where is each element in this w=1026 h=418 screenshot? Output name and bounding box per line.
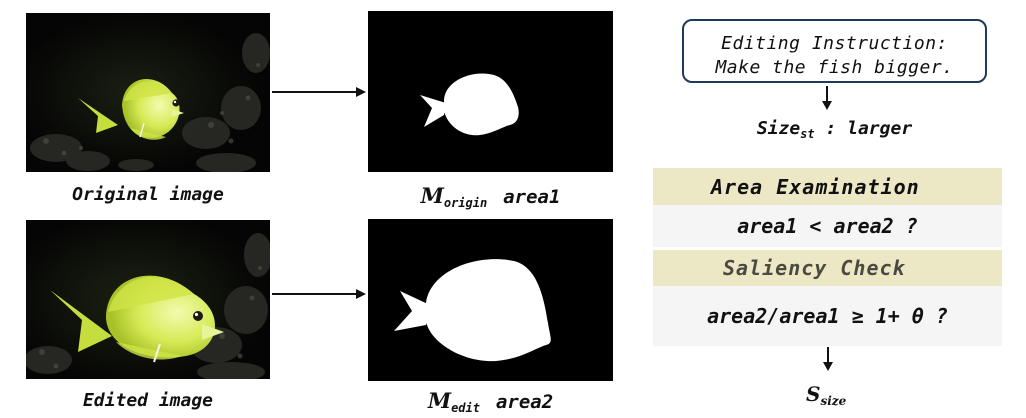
- arrow-check-to-score: [823, 347, 833, 371]
- origin-mask-symbol: M: [420, 183, 444, 208]
- size-subscript: st: [800, 127, 815, 141]
- edit-mask-caption: Medit area2: [368, 388, 613, 415]
- origin-mask-silhouette: [420, 73, 519, 136]
- origin-mask-caption: Morigin area1: [368, 183, 613, 210]
- score-symbol: S: [806, 382, 821, 406]
- area-examination-condition-row: area1 < area2 ?: [653, 205, 1002, 247]
- arrow-original-to-mask: [272, 87, 366, 97]
- score-subscript: size: [820, 394, 847, 408]
- size-score-output: Ssize: [806, 382, 866, 408]
- saliency-check-header: Saliency Check: [653, 250, 1002, 286]
- saliency-check-title: Saliency Check: [723, 256, 906, 280]
- origin-mask-subscript: origin: [443, 196, 488, 210]
- size-symbol: Size: [756, 118, 801, 139]
- saliency-check-condition: area2/area1 ≥ 1+ θ ?: [707, 304, 948, 328]
- instruction-line-1: Editing Instruction:: [721, 33, 948, 54]
- arrow-edited-to-mask: [272, 289, 366, 299]
- size-target-line: Sizest : larger: [682, 118, 987, 141]
- edited-image-caption: Edited image: [82, 390, 214, 411]
- original-image-caption: Original image: [72, 184, 224, 205]
- origin-area-label: area1: [503, 186, 561, 208]
- edit-mask-symbol: M: [427, 388, 452, 413]
- edit-mask: [368, 219, 613, 381]
- editing-instruction-box: Editing Instruction: Make the fish bigge…: [682, 19, 987, 83]
- area-examination-title: Area Examination: [711, 174, 920, 199]
- edit-mask-silhouette: [394, 259, 551, 362]
- original-fish-illustration: [26, 13, 270, 172]
- arrow-instruction-to-size: [822, 86, 832, 110]
- area-examination-condition: area1 < area2 ?: [737, 214, 918, 238]
- instruction-line-2: Make the fish bigger.: [715, 57, 954, 78]
- edit-area-label: area2: [495, 391, 554, 413]
- size-target-value: : larger: [814, 118, 913, 139]
- area-examination-header: Area Examination: [653, 168, 1002, 205]
- origin-mask: [368, 11, 613, 172]
- edited-image: [26, 220, 270, 379]
- edited-fish-illustration: [26, 220, 270, 379]
- edit-mask-subscript: edit: [451, 401, 480, 415]
- saliency-check-condition-row: area2/area1 ≥ 1+ θ ?: [653, 286, 1002, 346]
- original-image: [26, 13, 270, 172]
